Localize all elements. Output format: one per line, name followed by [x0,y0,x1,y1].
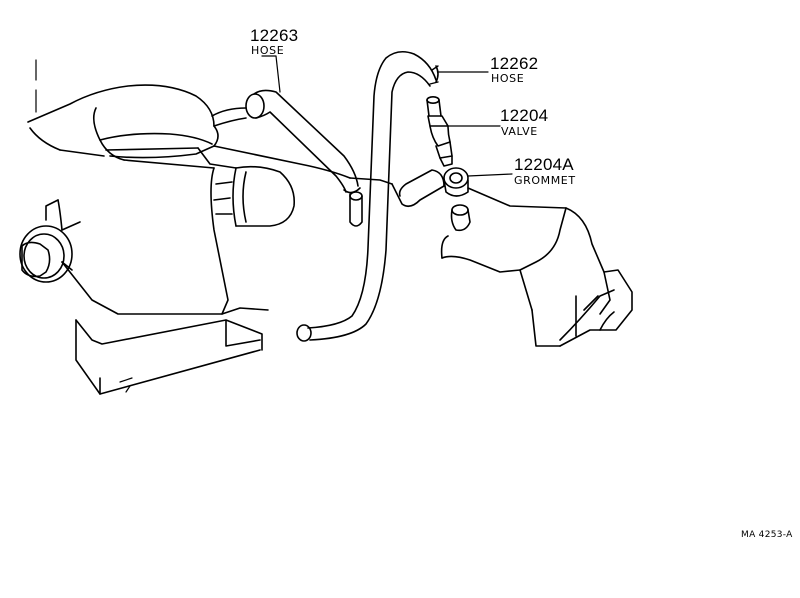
engine-block [45,145,351,395]
hose-12262-shape [296,50,439,342]
valve-12204-shape [426,96,453,167]
air-cleaner-housing [27,59,219,169]
callout-number-12204: 12204 [500,106,549,125]
leader-lines [261,55,513,177]
diagram-code: MA 4253-A [741,530,793,540]
callout-name-12204: VALVE [501,125,538,138]
callout-name-12263: HOSE [251,44,285,57]
engine-boss [19,225,73,283]
callout-number-12204a: 12204A [514,155,574,174]
callout-name-12204a: GROMMET [514,174,576,187]
callout-name-12262: HOSE [491,72,525,85]
callout-number-12263: 12263 [250,26,299,45]
hose-12263-shape [211,89,363,227]
callout-number-12262: 12262 [490,54,539,73]
grommet-12204a-shape [443,167,471,232]
valve-cover [349,169,633,347]
